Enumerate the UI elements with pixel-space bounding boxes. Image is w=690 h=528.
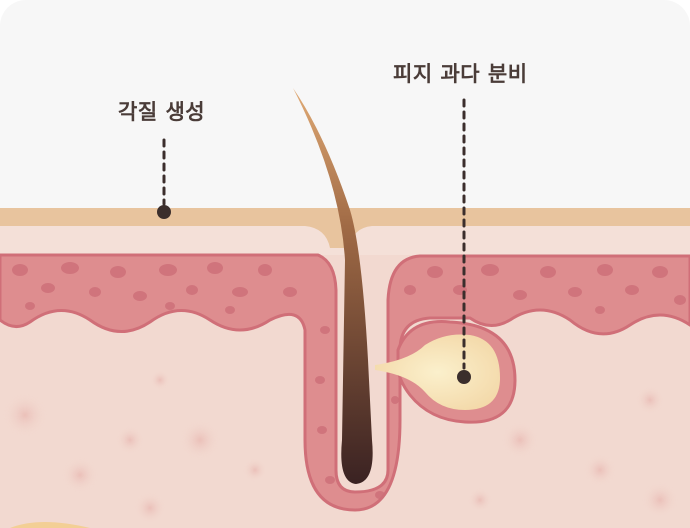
epidermis-spots	[12, 262, 686, 499]
hair-strand	[293, 88, 373, 484]
sebum-label: 피지 과다 분비	[393, 62, 528, 86]
keratin-label: 각질 생성	[118, 100, 206, 124]
sebaceous-gland	[375, 334, 500, 410]
epidermis	[0, 253, 690, 512]
sebum-marker-dot	[457, 370, 471, 384]
dermis-blots	[3, 370, 678, 524]
fat-cell	[10, 522, 90, 528]
keratin-marker-dot	[157, 205, 171, 219]
